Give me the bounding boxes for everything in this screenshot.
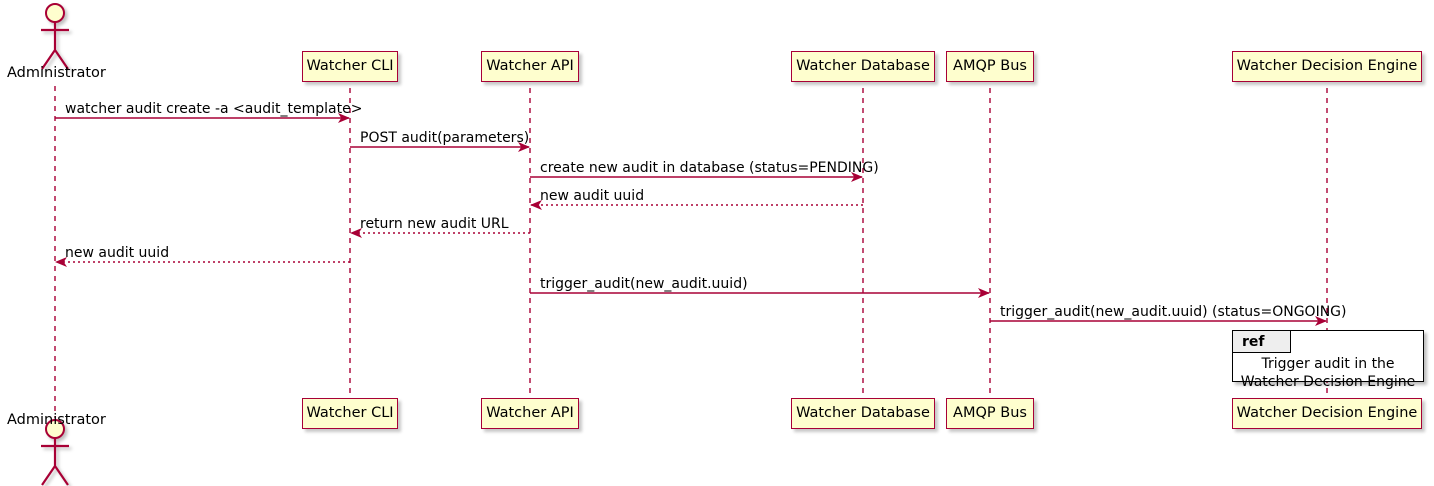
ref-fragment-line-2: Watcher Decision Engine xyxy=(1240,374,1416,391)
lifelines-group xyxy=(54,86,1328,418)
actor-figure xyxy=(41,3,69,70)
message-label-5: new audit uuid xyxy=(65,245,170,261)
actor-figure xyxy=(41,419,69,486)
message-arrows-group xyxy=(55,113,1327,326)
ref-fragment-tab-label: ref xyxy=(1242,333,1265,350)
participant-footer-decision-engine[interactable]: Watcher Decision Engine xyxy=(1232,398,1422,429)
participant-footer-amqp-bus[interactable]: AMQP Bus xyxy=(946,398,1034,429)
participant-header-watcher-database[interactable]: Watcher Database xyxy=(791,51,935,82)
participant-header-amqp-bus[interactable]: AMQP Bus xyxy=(946,51,1034,82)
participant-header-watcher-api[interactable]: Watcher API xyxy=(481,51,579,82)
message-label-2: create new audit in database (status=PEN… xyxy=(540,160,879,176)
actor-figures-group xyxy=(41,3,69,486)
participant-footer-watcher-cli[interactable]: Watcher CLI xyxy=(302,398,398,429)
message-label-7: trigger_audit(new_audit.uuid) (status=ON… xyxy=(1000,304,1347,320)
participant-header-decision-engine[interactable]: Watcher Decision Engine xyxy=(1232,51,1422,82)
participant-footer-label-decision-engine: Watcher Decision Engine xyxy=(1236,405,1418,422)
participant-footer-watcher-api[interactable]: Watcher API xyxy=(481,398,579,429)
participant-header-label-administrator: Administrator xyxy=(7,65,106,81)
participant-footer-label-amqp-bus: AMQP Bus xyxy=(953,405,1027,422)
ref-fragment-line-1: Trigger audit in the xyxy=(1261,356,1395,372)
message-label-3: new audit uuid xyxy=(540,188,645,204)
participant-header-watcher-cli[interactable]: Watcher CLI xyxy=(302,51,398,82)
participant-header-label-watcher-api: Watcher API xyxy=(486,58,574,75)
participant-footer-label-watcher-cli: Watcher CLI xyxy=(306,405,394,422)
participant-footer-watcher-database[interactable]: Watcher Database xyxy=(791,398,935,429)
participant-footer-label-watcher-database: Watcher Database xyxy=(796,405,930,422)
participant-header-label-decision-engine: Watcher Decision Engine xyxy=(1236,58,1418,75)
participant-footer-label-watcher-api: Watcher API xyxy=(486,405,574,422)
message-label-1: POST audit(parameters) xyxy=(360,130,530,146)
participant-footer-label-administrator: Administrator xyxy=(7,412,106,428)
participant-header-label-watcher-cli: Watcher CLI xyxy=(306,58,394,75)
participant-header-label-watcher-database: Watcher Database xyxy=(796,58,930,75)
ref-fragment-body: Trigger audit in the Watcher Decision En… xyxy=(1233,355,1423,392)
message-label-0: watcher audit create -a <audit_template> xyxy=(65,101,363,117)
ref-fragment-tab: ref xyxy=(1233,331,1291,353)
ref-fragment: ref Trigger audit in the Watcher Decisio… xyxy=(1232,330,1424,390)
message-label-4: return new audit URL xyxy=(360,216,509,232)
participant-header-label-amqp-bus: AMQP Bus xyxy=(953,58,1027,75)
message-label-6: trigger_audit(new_audit.uuid) xyxy=(540,276,748,292)
